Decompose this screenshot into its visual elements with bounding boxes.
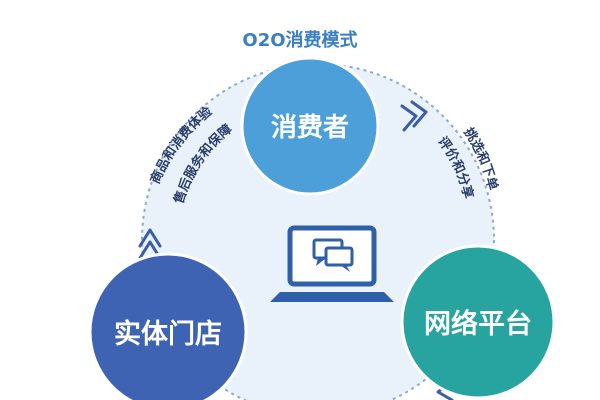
laptop-chat-icon [270,225,394,302]
node-store-label: 实体门店 [114,318,222,350]
node-consumer-label: 消费者 [271,113,349,143]
node-platform-label: 网络平台 [424,308,532,340]
arrow-store-to-consumer [138,228,162,260]
node-store-circle [88,252,248,400]
diagram-title: O2O消费模式 [242,29,357,51]
cycle-dashed-ring [141,63,495,400]
arrow-consumer-to-platform [400,100,428,132]
node-consumer-circle [240,56,380,196]
node-platform-circle [400,244,556,400]
